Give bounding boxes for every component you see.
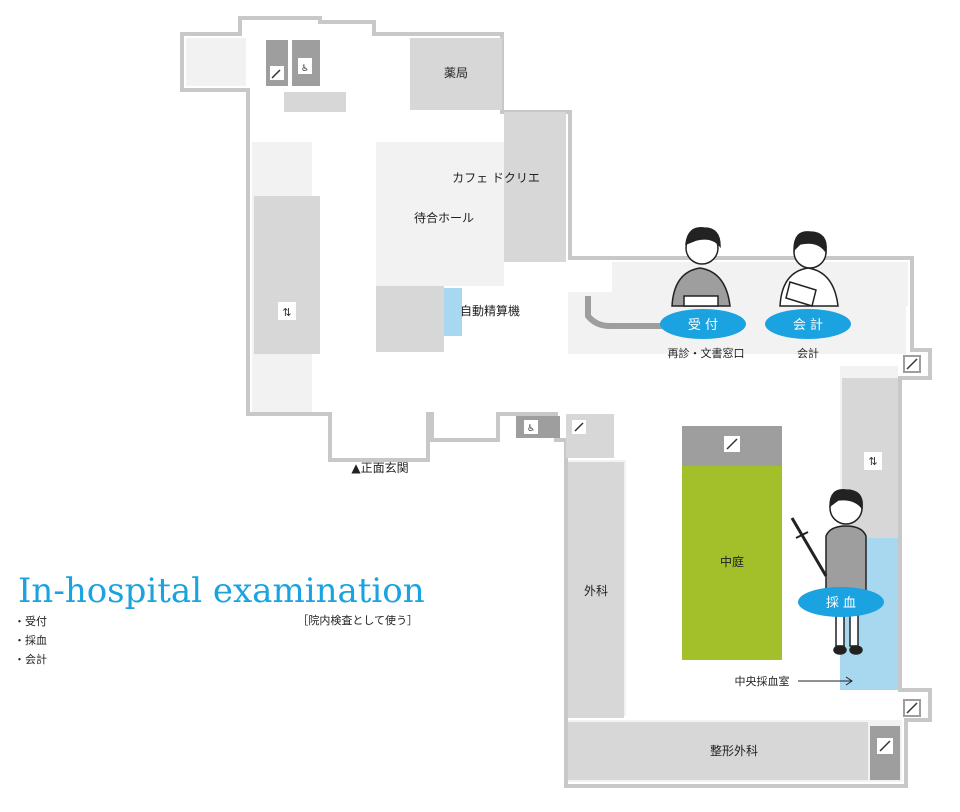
accounting-bubble-label: 会 計 — [793, 317, 823, 333]
cafe-label: カフェ ドクリエ — [452, 171, 540, 185]
courtyard-label: 中庭 — [720, 554, 744, 569]
page-title: In-hospital examination — [18, 571, 425, 611]
subtitle: ［院内検査として使う］ — [297, 613, 418, 627]
surgery-label: 外科 — [584, 584, 608, 598]
restroom-icon: ♿ — [516, 416, 560, 438]
accounting-staff-illustration — [779, 231, 839, 307]
stairs-icon — [870, 726, 900, 780]
escalator-icon — [724, 436, 740, 452]
blood-room-arrow — [798, 676, 853, 686]
blood-draw-staff-illustration — [790, 489, 867, 655]
stairs-icon — [266, 40, 288, 86]
blood-draw-bubble-label: 採 血 — [826, 596, 856, 611]
elevator-icon: ⇅ — [864, 452, 882, 470]
orthopedics-label: 整形外科 — [710, 743, 758, 758]
blood-draw-bubble: 採 血 — [798, 587, 884, 617]
service-block — [284, 92, 346, 112]
stairs-icon — [572, 420, 586, 434]
restroom-icon: ♿ — [292, 40, 320, 86]
stairs-icon — [903, 699, 921, 717]
rooms — [254, 38, 898, 780]
elevator-icon: ⇅ — [278, 302, 296, 320]
cafe-room — [504, 112, 566, 262]
orthopedics-room — [568, 722, 868, 780]
reception-window-label: 再診・文書窓口 — [668, 346, 745, 360]
pharmacy-label: 薬局 — [444, 66, 468, 80]
payment-machine-highlight — [444, 288, 462, 336]
waiting-hall-label: 待合ホール — [414, 210, 474, 225]
svg-text:♿: ♿ — [301, 64, 309, 74]
legend-item: ・会計 — [14, 653, 47, 666]
legend-item: ・採血 — [14, 634, 47, 647]
surgery-room — [568, 462, 624, 718]
reception-counter — [585, 296, 690, 329]
svg-text:⇅: ⇅ — [282, 306, 291, 319]
central-blood-room-label: 中央採血室 — [735, 674, 790, 688]
courtyard — [682, 466, 782, 660]
elevator-core-left — [254, 196, 320, 354]
svg-text:⇅: ⇅ — [868, 455, 877, 468]
svg-text:♿: ♿ — [527, 424, 535, 434]
payment-machine-label: 自動精算機 — [460, 303, 520, 318]
reception-bubble-label: 受 付 — [688, 318, 718, 333]
legend-item: ・受付 — [14, 615, 47, 628]
accounting-label: 会計 — [797, 346, 819, 360]
pharmacy-room — [410, 38, 502, 110]
legend-list: ・受付 ・採血 ・会計 — [14, 612, 47, 669]
main-entrance-label: ▲正面玄関 — [351, 460, 408, 475]
reception-staff-illustration — [671, 227, 731, 307]
payment-room — [376, 286, 444, 352]
reception-bubble: 受 付 — [660, 309, 746, 339]
stairs-icon — [903, 355, 921, 373]
accounting-bubble: 会 計 — [765, 309, 851, 339]
